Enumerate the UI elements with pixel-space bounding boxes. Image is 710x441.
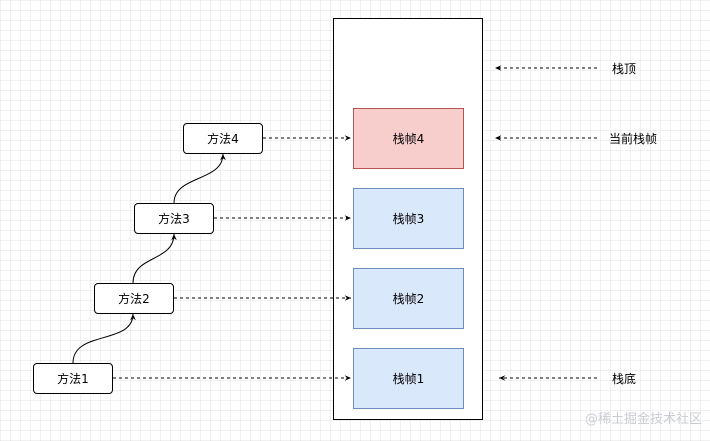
method-3-label: 方法3 (158, 212, 190, 226)
call-method2-method3 (132, 233, 177, 284)
call-method1-method2 (72, 313, 136, 364)
method-3-box: 方法3 (134, 203, 214, 234)
stack-frame-2: 栈帧2 (353, 268, 464, 329)
method-1-box: 方法1 (33, 363, 113, 394)
method-4-label: 方法4 (207, 132, 239, 146)
stack-frame-1-label: 栈帧1 (392, 372, 425, 386)
stack-frame-1: 栈帧1 (353, 348, 464, 409)
method-2-box: 方法2 (94, 283, 174, 314)
call-method3-method4 (173, 153, 226, 204)
watermark: @稀土掘金技术社区 (584, 412, 702, 427)
method-1-label: 方法1 (57, 372, 89, 386)
current-frame-label: 当前栈帧 (609, 132, 658, 146)
stack-frame-3: 栈帧3 (353, 188, 464, 249)
stack-top-label: 栈顶 (612, 62, 637, 76)
method-2-label: 方法2 (118, 292, 150, 306)
stack-frame-3-label: 栈帧3 (392, 212, 425, 226)
stack-frame-2-label: 栈帧2 (392, 292, 425, 306)
stack-bottom-label: 栈底 (612, 372, 637, 386)
method-4-box: 方法4 (183, 123, 263, 154)
stack-frame-4: 栈帧4 (353, 108, 464, 169)
stack-frame-4-label: 栈帧4 (392, 132, 425, 146)
